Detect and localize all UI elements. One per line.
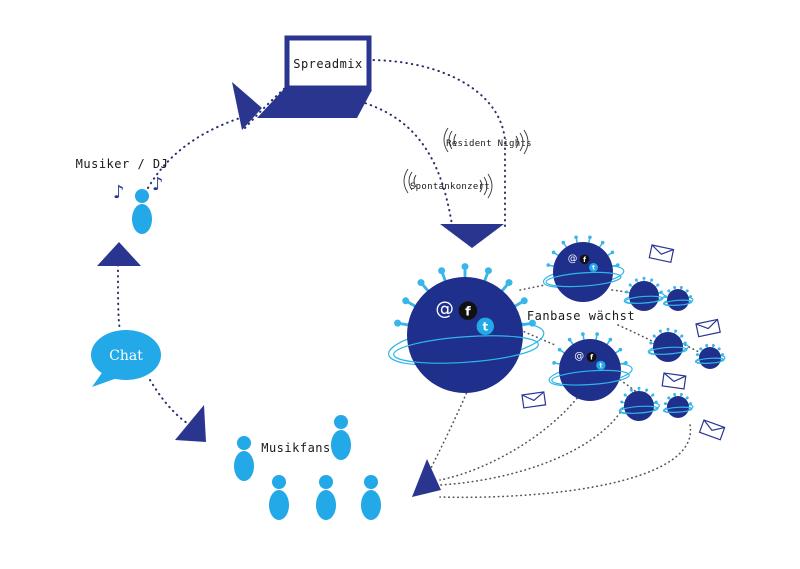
arrowheads [97,82,504,497]
wave-icon-right-resident [515,129,529,155]
label-musiker-dj: Musiker / DJ [76,157,169,171]
fanbase-ball [623,276,665,311]
at-icon: @ [574,351,584,362]
label-fanbase-waechst: Fanbase wächst [527,309,635,323]
link-laptop-spontan [354,99,453,226]
link-ball2-ball5 [619,379,646,401]
wave-icon-left-spontan [403,168,417,194]
fanbase-ball: @ ft [548,332,633,401]
fanbase-ball [694,343,726,369]
twitter-icon: t [483,319,489,333]
link-fanbase-to-fans [429,384,471,471]
envelopes [521,244,726,441]
person-head [135,189,149,203]
laptop: Spreadmix [257,35,372,118]
envelope-icon [648,244,675,264]
facebook-icon-bg [458,301,478,320]
laptop-keyboard [257,90,372,118]
link-chat-to-fans [149,379,196,429]
fanbase-ball: @ ft [542,235,625,302]
arrow-head-fanbase-to-fans [412,459,441,497]
facebook-icon: f [583,256,586,264]
link-ball2-to-fans [439,379,591,481]
twitter-icon-bg [476,317,494,335]
twitter-icon: t [592,265,595,272]
label-chat: Chat [109,348,143,364]
wave-icon-right-spontan [479,173,493,199]
person-body [132,204,152,234]
link-core-ball1 [519,284,546,291]
fan-figure [331,415,351,460]
facebook-icon-bg [579,254,590,265]
link-ball5-to-fans [439,404,626,486]
fanbase-ball [618,386,660,421]
label-musikfans: Musikfans [261,441,331,455]
facebook-icon-bg [586,352,597,362]
music-note-icon: ♪ [113,182,125,203]
wave-icon-left-resident [443,127,457,153]
envelope-icon [661,372,687,390]
label-resident-nights: Resident Nights [446,139,532,149]
arrow-head-to-laptop [232,82,262,130]
twitter-icon-bg [596,360,606,370]
label-spreadmix: Spreadmix [293,57,363,71]
musikfans: Musikfans [234,415,381,520]
envelope-icon [695,318,721,338]
link-ball1-ball4 [617,324,661,346]
label-spontankonzert: Spontankonzert [410,182,490,192]
fan-figure [269,475,289,520]
envelope-icon [698,419,726,441]
musiker-dj: Musiker / DJ ♪ ♪ [76,157,169,234]
envelope-icon [521,391,547,409]
fanbase-core-ball: @ ft [388,263,545,393]
arrow-head-to-fans [175,405,206,442]
fan-figure [234,436,254,481]
at-icon: @ [435,299,454,320]
fan-figure [316,475,336,520]
fanbase-ball [662,285,694,311]
fanbase-ball [662,392,694,418]
at-icon: @ [568,254,578,265]
link-dj-to-laptop [147,117,241,189]
broadcast-labels: Resident Nights Spontankonzert [403,127,532,199]
chat-bubble: Chat [91,330,161,387]
twitter-icon-bg [589,263,598,272]
link-core-ball2 [519,329,556,346]
link-far-to-fans [439,424,692,499]
laptop-screen [284,35,372,91]
arrow-head-down-to-fanbase [440,224,504,248]
connectors [117,59,706,499]
arrow-head-up-to-dj [97,242,141,266]
facebook-icon: f [590,353,594,361]
link-chat-to-dj [117,264,121,331]
link-laptop-resident [367,59,506,231]
fan-figure [361,475,381,520]
facebook-icon: f [465,304,471,319]
music-note-icon: ♪ [152,174,164,195]
fanbase-network: @ft@ft@ft [388,235,726,421]
twitter-icon: t [599,363,602,370]
fanbase-ball [647,327,689,362]
